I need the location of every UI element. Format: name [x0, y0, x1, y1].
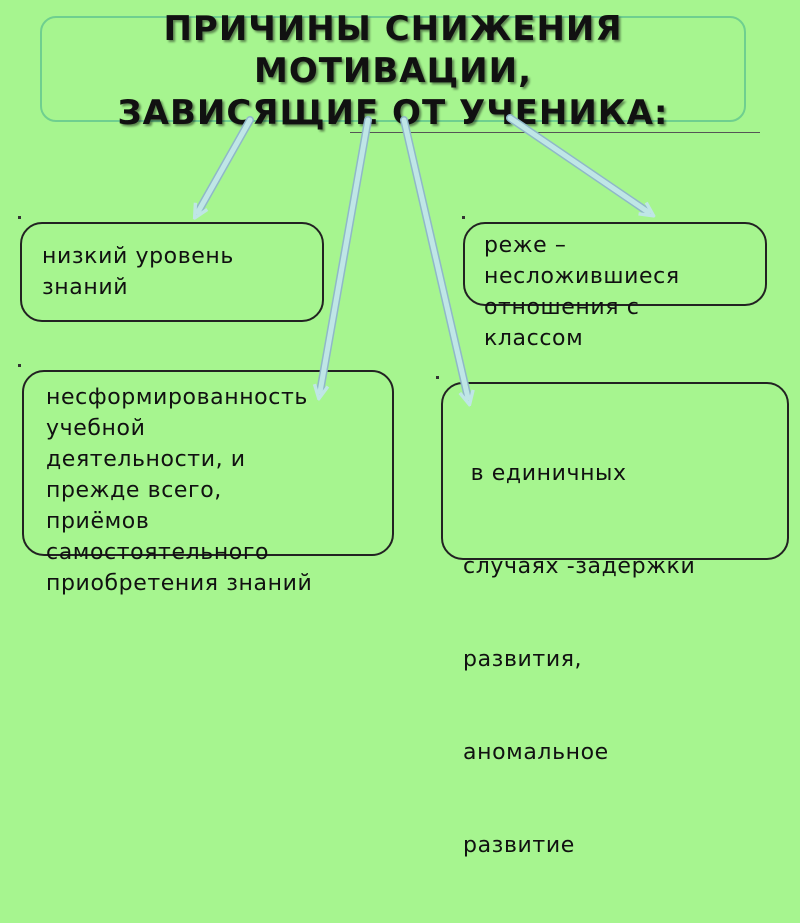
arrow-to-development-delay [400, 116, 468, 398]
text-line: низкий уровень [42, 244, 234, 269]
box-development-delay [441, 382, 789, 560]
text-line: несложившиеся [484, 264, 680, 289]
title-frame [40, 16, 746, 122]
text-line: реже – [484, 233, 567, 258]
text-line: отношения с [484, 295, 640, 320]
text-line: самостоятельного [46, 540, 270, 565]
text-line: случаях -задержки [463, 554, 696, 579]
text-line: аномальное [463, 740, 609, 765]
corner-dot [18, 364, 21, 367]
text-line: знаний [42, 275, 129, 300]
text-line: приобретения знаний [46, 571, 313, 596]
box-class-relations-text: реже – несложившиеся отношения с классом [484, 230, 680, 354]
arrow-to-unformed-skills [320, 116, 372, 392]
slide: ПРИЧИНЫ СНИЖЕНИЯ МОТИВАЦИИ, ЗАВИСЯЩИЕ ОТ… [0, 8, 800, 858]
text-line: в единичных [463, 461, 627, 486]
text-line: развитие [463, 833, 575, 858]
box-low-knowledge [20, 222, 324, 322]
text-line: учебной [46, 416, 146, 441]
text-line: деятельности, и [46, 447, 246, 472]
title-underline [350, 132, 760, 133]
box-unformed-skills [22, 370, 394, 556]
text-line: несформированность [46, 385, 308, 410]
text-line: прежде всего, [46, 478, 222, 503]
text-line: классом [484, 326, 584, 351]
text-line: развития, [463, 647, 583, 672]
corner-dot [18, 216, 21, 219]
corner-dot [436, 376, 439, 379]
arrow-to-low-knowledge [198, 116, 254, 212]
title-line-2: МОТИВАЦИИ, [254, 51, 532, 91]
box-class-relations [463, 222, 767, 306]
box-low-knowledge-text: низкий уровень знаний [42, 241, 234, 303]
corner-dot [462, 216, 465, 219]
title-line-3: ЗАВИСЯЩИЕ ОТ УЧЕНИКА: [117, 93, 669, 133]
connector-arrows [0, 114, 800, 600]
text-line: приёмов [46, 509, 150, 534]
arrow-to-class-relations [506, 114, 648, 212]
box-unformed-skills-text: несформированность учебной деятельности,… [46, 382, 312, 599]
slide-title: ПРИЧИНЫ СНИЖЕНИЯ МОТИВАЦИИ, ЗАВИСЯЩИЕ ОТ… [40, 8, 746, 134]
title-line-1: ПРИЧИНЫ СНИЖЕНИЯ [163, 9, 623, 49]
